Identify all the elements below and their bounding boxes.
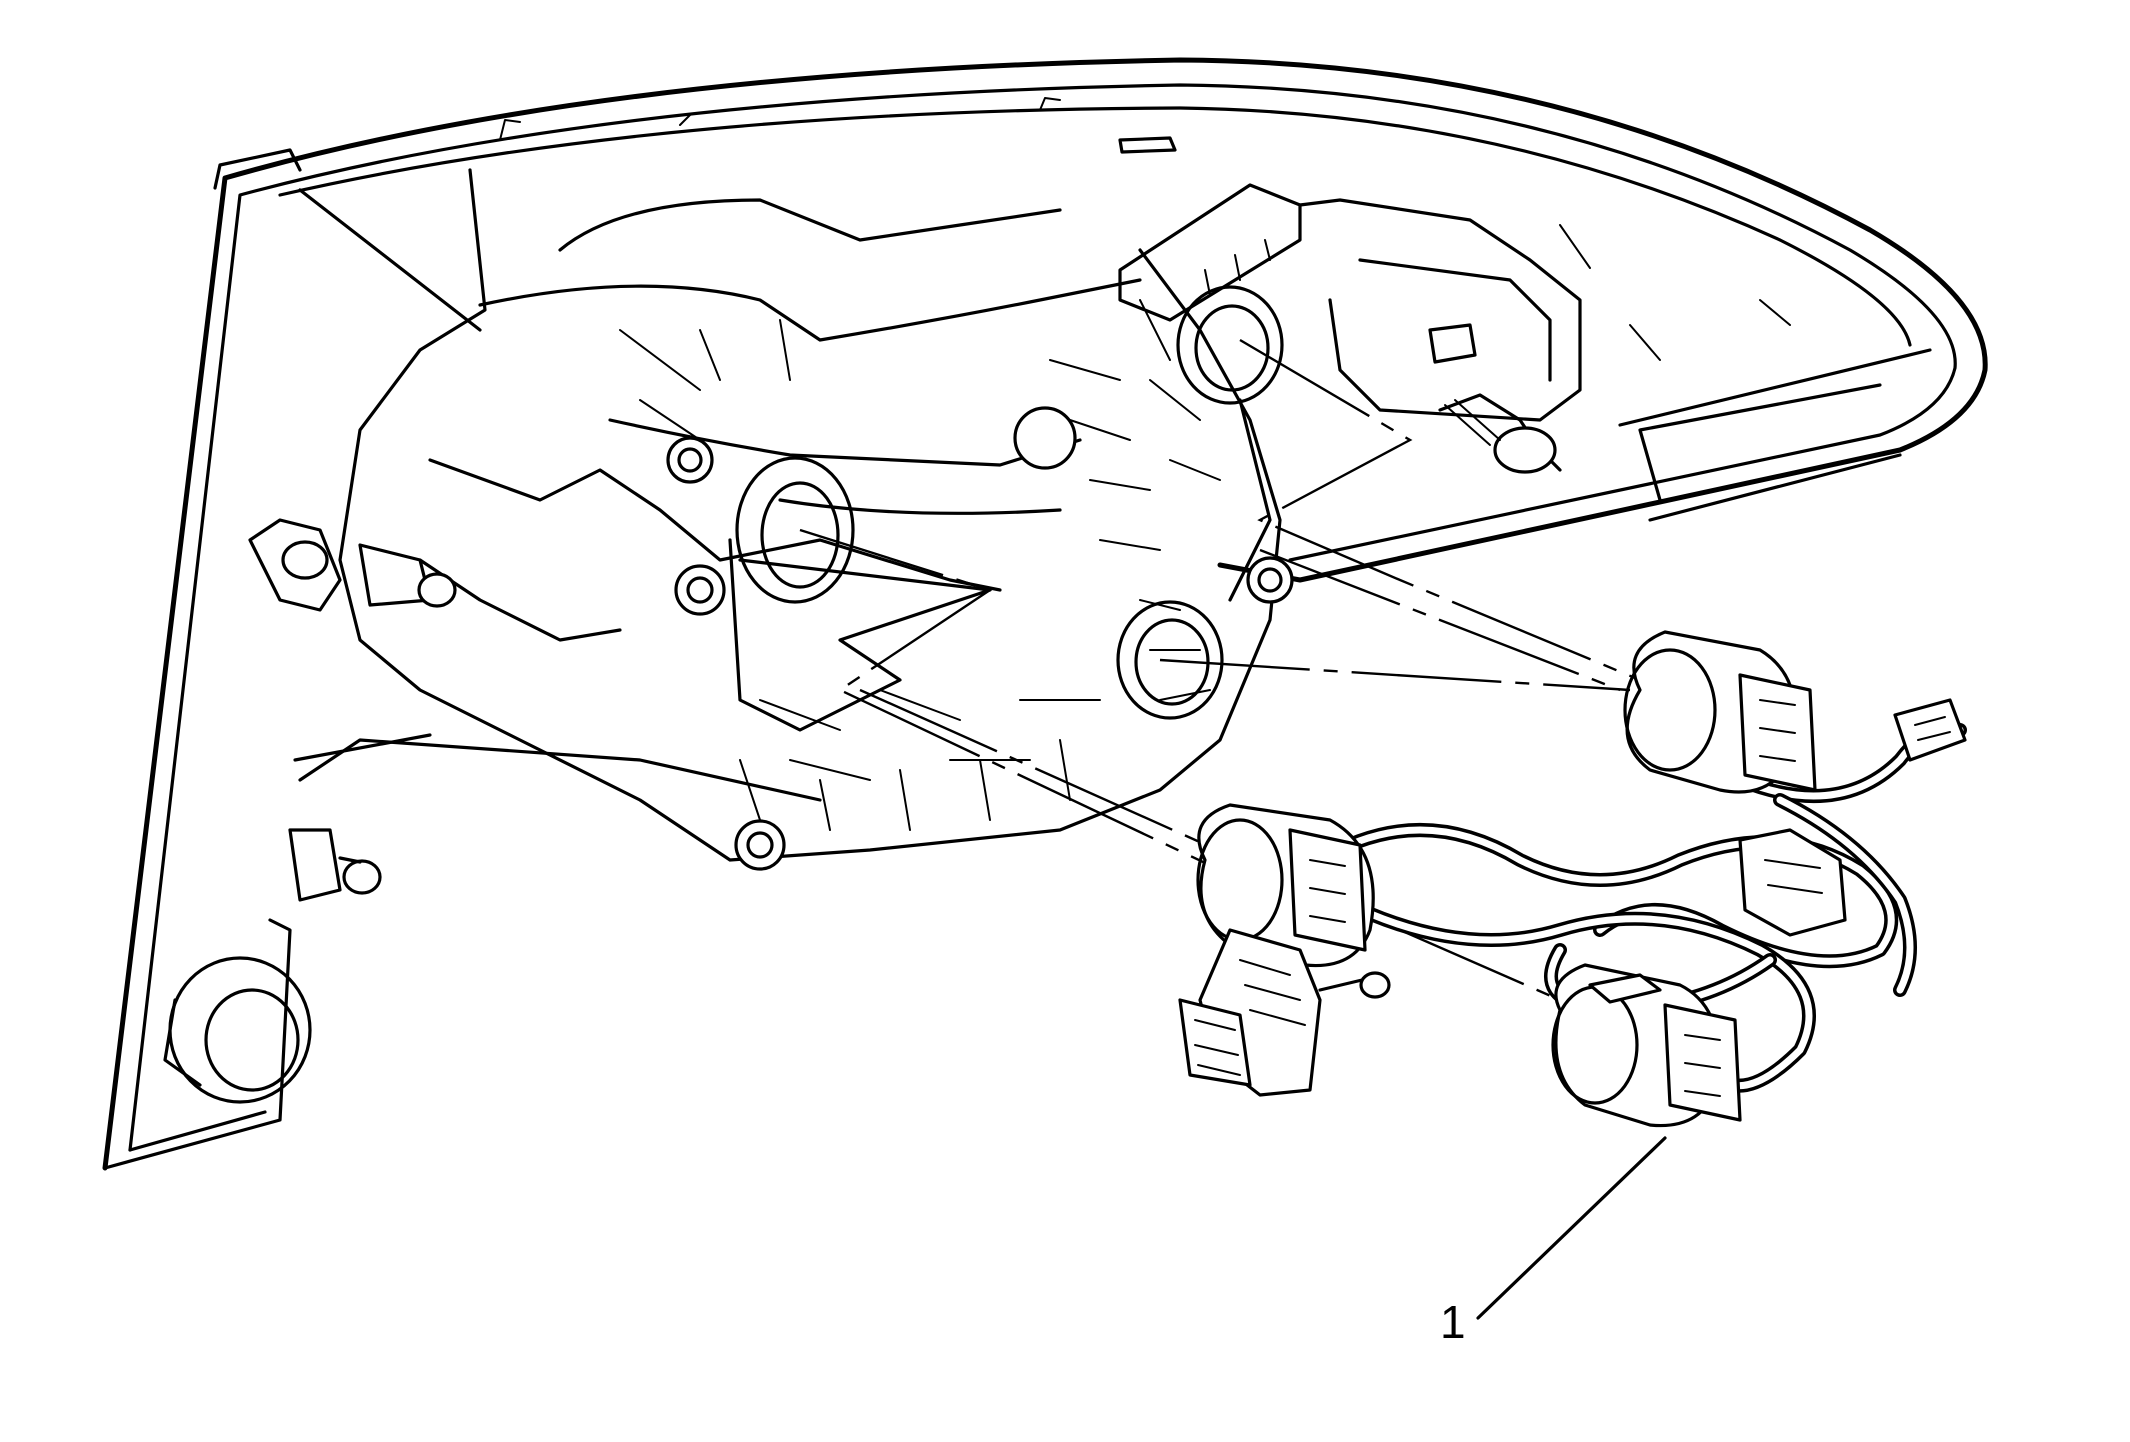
wiring-harness [1178,630,1967,1128]
side-lamp-socket-lower [163,956,312,1104]
callout-1: 1 [1440,1136,1667,1348]
bulb-socket-lower [1551,963,1742,1128]
lamp-housing-outline [102,57,1988,1171]
alignment-lines [799,338,1641,1002]
mounting-bracket [1118,183,1582,422]
bulb-socket-middle [1738,828,1847,937]
harness-connector-end [1893,698,1967,762]
bulb-socket-left [1196,803,1375,968]
reflector-housing [298,168,1282,862]
socket-opening-upper [1176,285,1284,405]
callout-leader-line [1476,1136,1667,1320]
main-harness-connector [1178,928,1391,1097]
retainer-screw [1438,393,1562,474]
callout-label: 1 [1440,1296,1466,1348]
socket-opening-center [735,456,855,604]
mounting-studs [666,406,1294,871]
bulb-socket-upper [1623,630,1817,794]
side-marker-socket [248,518,457,902]
